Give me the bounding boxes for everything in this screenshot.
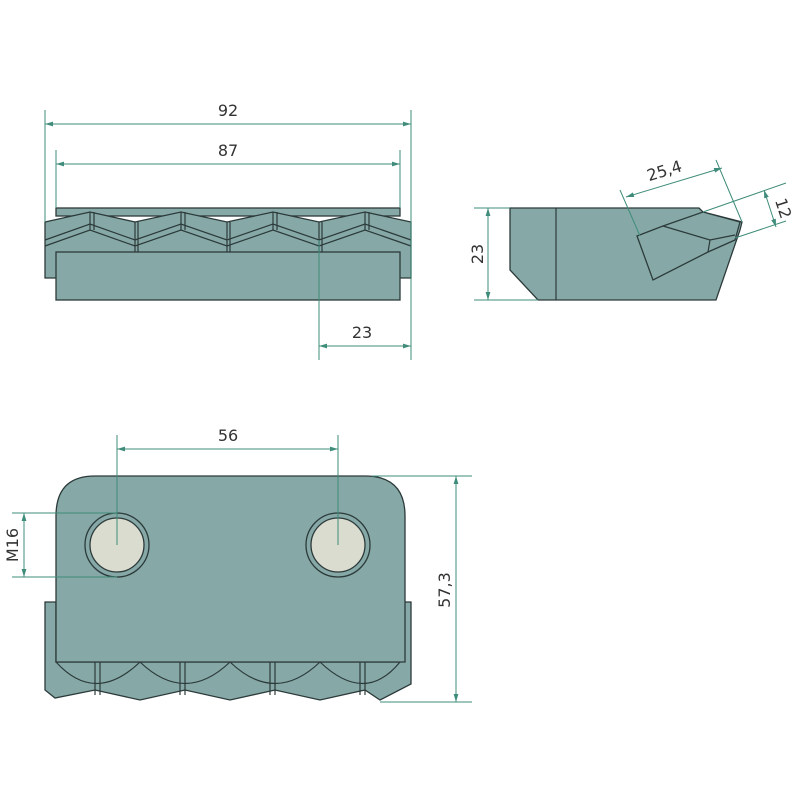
carbide-insert — [636, 211, 741, 281]
bottom-view: 56 M16 57,3 — [3, 426, 472, 703]
dim-label-57-3: 57,3 — [435, 572, 454, 608]
dim-line-25-4 — [625, 167, 723, 198]
side-view: 23 25,4 12 — [468, 156, 795, 301]
dim-label-12: 12 — [771, 196, 795, 221]
dim-label-m16: M16 — [3, 528, 22, 562]
base-block — [55, 251, 401, 301]
top-strip — [55, 207, 401, 217]
dim-label-92: 92 — [218, 101, 238, 120]
top-view: 92 87 23 — [44, 101, 412, 360]
dim-line-12 — [763, 189, 777, 228]
dim-label-87: 87 — [218, 141, 238, 160]
dim-label-23-height: 23 — [468, 244, 487, 264]
dim-label-56: 56 — [218, 426, 238, 445]
dim-label-23-offset: 23 — [352, 323, 372, 342]
